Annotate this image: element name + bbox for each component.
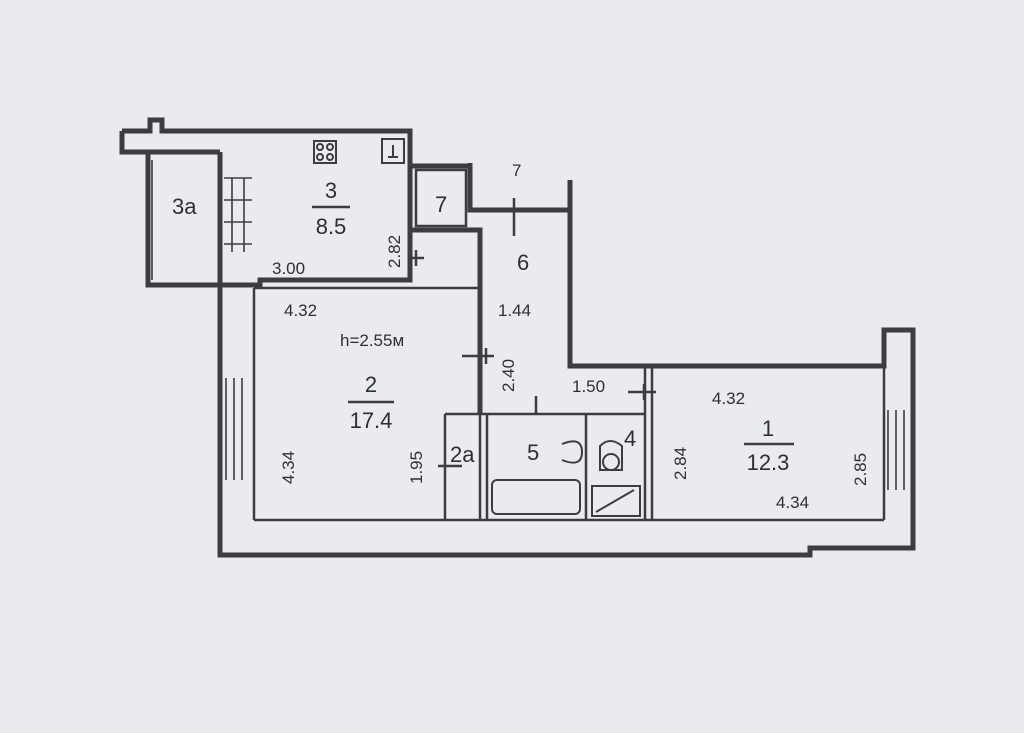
room-area-2: 17.4	[350, 408, 393, 433]
room-label-4: 4	[624, 426, 636, 451]
dim-kitchen-depth: 2.82	[385, 235, 404, 268]
dim-living-top: 4.32	[284, 301, 317, 320]
outer-walls	[119, 117, 916, 558]
dim-kitchen-width: 3.00	[272, 259, 305, 278]
room-label-2a: 2а	[450, 442, 475, 467]
dim-room1-bottom: 4.34	[776, 493, 809, 512]
windows	[151, 160, 905, 490]
room-label-5: 5	[527, 440, 539, 465]
dim-corridor-a: 1.44	[498, 301, 531, 320]
room-label-1: 1	[762, 416, 774, 441]
stove-icon	[313, 140, 337, 164]
dim-living-side: 4.34	[279, 451, 298, 484]
washbasin-icon	[561, 440, 584, 464]
room-label-3: 3	[325, 178, 337, 203]
room-label-2: 2	[365, 372, 377, 397]
room-label-7: 7	[435, 192, 447, 217]
dim-room1-right: 2.85	[851, 453, 870, 486]
dimension-ticks	[408, 198, 656, 468]
toilet-icon	[599, 440, 623, 471]
dim-corridor-b: 2.40	[499, 359, 518, 392]
room-area-3: 8.5	[316, 214, 347, 239]
dim-hall-1-50: 1.50	[572, 377, 605, 396]
sink-icon	[381, 138, 405, 164]
room-label-7-top: 7	[512, 161, 521, 180]
bathtub-icon	[491, 479, 581, 515]
room-label-6: 6	[517, 250, 529, 275]
room-area-1: 12.3	[747, 450, 790, 475]
ceiling-height: h=2.55м	[340, 331, 404, 350]
dim-room1-left: 2.84	[671, 447, 690, 480]
room-label-3a: 3а	[172, 194, 197, 219]
shower-icon	[591, 485, 641, 517]
dim-closet-2a: 1.95	[407, 451, 426, 484]
dim-room1-top: 4.32	[712, 389, 745, 408]
